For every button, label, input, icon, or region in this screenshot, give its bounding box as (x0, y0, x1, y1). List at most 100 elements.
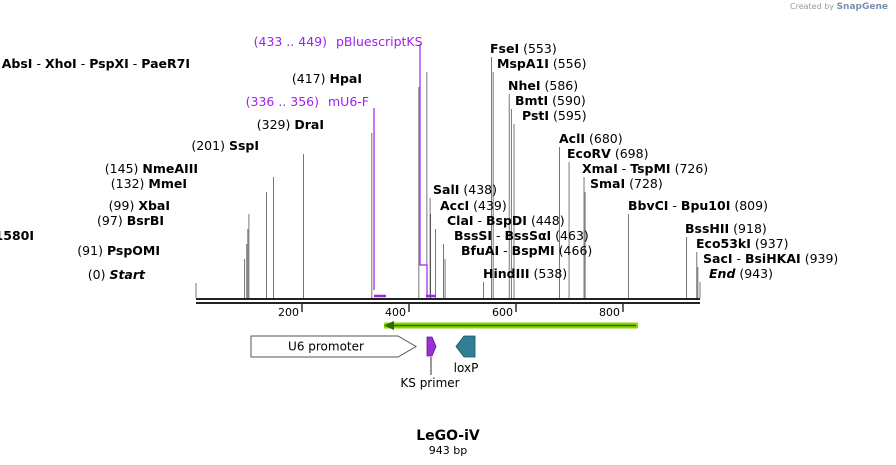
enzyme-label-bsshii[interactable]: BssHII (918) (685, 221, 767, 236)
name-separator: - (77, 56, 89, 71)
plasmid-title: LeGO-iV (416, 428, 480, 444)
enzyme-name: EcoRV (567, 146, 611, 161)
enzyme-label-xbai[interactable]: (99) XbaI (109, 198, 170, 213)
snapgene-logo: SnapGene (836, 2, 888, 12)
name-separator: - (474, 213, 486, 228)
name-separator: - (499, 243, 511, 258)
enzyme-label-bsssi[interactable]: BssSI - BssSαI (463) (454, 228, 589, 243)
enzyme-label-sali[interactable]: SalI (438) (433, 182, 497, 197)
tick-label-200: 200 (278, 306, 299, 319)
enzyme-name: HindIII (483, 266, 530, 281)
enzyme-position: (201) (191, 138, 225, 153)
enzyme-name: SspI (229, 138, 259, 153)
feature-u6-promoter[interactable]: U6 promoter (250, 335, 417, 358)
enzyme-label-psti[interactable]: PstI (595) (522, 108, 587, 123)
tick-label-600: 600 (492, 306, 513, 319)
backbone (196, 298, 700, 304)
enzyme-position: (417) (292, 71, 326, 86)
enzyme-position: (97) (97, 213, 123, 228)
enzyme-position: (586) (544, 78, 578, 93)
enzyme-label-sspi[interactable]: (201) SspI (191, 138, 259, 153)
enzyme-name: XmaI (582, 161, 618, 176)
enzyme-label-pspomi[interactable]: (91) PspOMI (77, 243, 160, 258)
ks-primer-label: KS primer (400, 376, 459, 390)
enzyme-position: (99) (109, 198, 135, 213)
enzyme-position: (463) (555, 228, 589, 243)
enzyme-label-start[interactable]: (0) Start (88, 267, 146, 282)
enzyme-name: BfuAI (461, 243, 499, 258)
enzyme-position: (538) (534, 266, 568, 281)
enzyme-label-xmai[interactable]: XmaI - TspMI (726) (582, 161, 708, 176)
enzyme-name: MspA1I (497, 56, 549, 71)
pbluescriptks-range: (433 .. 449) (254, 34, 327, 49)
enzyme-name: BspMI (512, 243, 555, 258)
name-separator: - (32, 56, 44, 71)
name-separator: - (668, 198, 680, 213)
enzyme-name: BsrBI (127, 213, 164, 228)
enzyme-label-clai[interactable]: ClaI - BspDI (448) (447, 213, 565, 228)
enzyme-position: (726) (675, 161, 709, 176)
enzyme-name: BsiHKAI (745, 251, 801, 266)
enzyme-name: PaeR7I (141, 56, 190, 71)
enzyme-position: (466) (559, 243, 593, 258)
enzyme-label-bsrbi[interactable]: (97) BsrBI (97, 213, 164, 228)
orf-arrow-head (384, 321, 394, 330)
enzyme-label-hpai[interactable]: (417) HpaI (292, 71, 362, 86)
enzyme-name: AccI (440, 198, 469, 213)
primer-pbluescriptks[interactable]: (433 .. 449) pBluescriptKS (254, 34, 435, 298)
tick-label-800: 800 (599, 306, 620, 319)
enzyme-labels: (0) Start (91) PspOMI (95) ApaI - BaeGI - … (0, 41, 838, 282)
enzyme-position: (590) (552, 93, 586, 108)
enzyme-label-smai[interactable]: SmaI (728) (590, 176, 663, 191)
enzyme-position: (595) (553, 108, 587, 123)
enzyme-label-end[interactable]: End (943) (709, 266, 773, 281)
primer-mu6-f[interactable]: (336 .. 356) mU6-F (246, 94, 386, 298)
ruler: 200 400 600 800 (278, 304, 624, 319)
enzyme-label-hindiii[interactable]: HindIII (538) (483, 266, 567, 281)
enzyme-name: NheI (508, 78, 541, 93)
enzyme-name: FseI (490, 41, 519, 56)
enzyme-position: (698) (615, 146, 649, 161)
enzyme-label-eco53ki[interactable]: Eco53kI (937) (696, 236, 789, 251)
snapgene-credit: Created by SnapGene (790, 2, 888, 12)
enzyme-name: ClaI (447, 213, 474, 228)
orf-arrow[interactable] (384, 321, 638, 330)
name-separator: - (733, 251, 745, 266)
enzyme-name: PspOMI (107, 243, 160, 258)
mu6-f-label: mU6-F (328, 94, 369, 109)
enzyme-name: XbaI (138, 198, 170, 213)
enzyme-position: (937) (755, 236, 789, 251)
enzyme-position: (553) (523, 41, 557, 56)
enzyme-label-nmeaiii[interactable]: (145) NmeAIII (105, 161, 198, 176)
enzyme-label-fsei[interactable]: FseI (553) (490, 41, 557, 56)
name-separator: - (492, 228, 504, 243)
enzyme-label-nhei[interactable]: NheI (586) (508, 78, 578, 93)
enzyme-label-saci[interactable]: SacI - BsiHKAI (939) (703, 251, 838, 266)
enzyme-label-acci[interactable]: AccI (439) (440, 198, 507, 213)
enzyme-label-apai[interactable]: (95) ApaI - BaeGI - Bme1580I (0, 228, 34, 243)
enzyme-label-mmei[interactable]: (132) MmeI (111, 176, 187, 191)
enzyme-label-bmti[interactable]: BmtI (590) (515, 93, 586, 108)
enzyme-position: (680) (589, 131, 623, 146)
enzyme-label-mspa1i[interactable]: MspA1I (556) (497, 56, 586, 71)
plasmid-length: 943 bp (429, 444, 467, 457)
enzyme-name: BmtI (515, 93, 548, 108)
enzyme-name: SacI (703, 251, 733, 266)
enzyme-name: AbsI (2, 56, 33, 71)
enzyme-position: (91) (77, 243, 103, 258)
enzyme-position: (439) (473, 198, 507, 213)
enzyme-label-bfuai[interactable]: BfuAI - BspMI (466) (461, 243, 592, 258)
enzyme-position: (943) (739, 266, 773, 281)
enzyme-label-acli[interactable]: AclI (680) (559, 131, 623, 146)
enzyme-label-drai[interactable]: (329) DraI (257, 117, 324, 132)
u6-promoter-arrow (250, 335, 417, 358)
enzyme-label-bbvci[interactable]: BbvCI - Bpu10I (809) (628, 198, 768, 213)
enzyme-name: MmeI (148, 176, 187, 191)
ks-primer-arrow (426, 336, 437, 357)
enzyme-label-absi[interactable]: (432) AbsI - XhoI - PspXI - PaeR7I (0, 56, 190, 71)
feature-loxp[interactable]: loxP (454, 335, 479, 375)
tick-label-400: 400 (385, 306, 406, 319)
enzyme-label-ecorv[interactable]: EcoRV (698) (567, 146, 648, 161)
name-separator: - (129, 56, 141, 71)
feature-ks-primer[interactable]: KS primer (400, 336, 460, 390)
